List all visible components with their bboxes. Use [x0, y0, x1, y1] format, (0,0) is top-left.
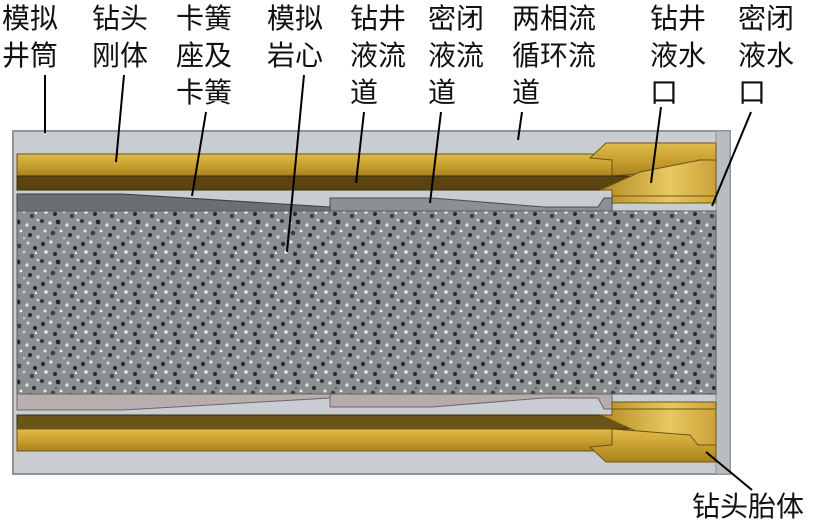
- label-sealed-fluid-outlet-line-1: 密闭: [738, 2, 794, 35]
- label-bit-rigid-body-line-2: 刚体: [92, 39, 148, 72]
- bit-matrix-bottom: [588, 428, 717, 463]
- leader-well-fluid-channel: [355, 111, 365, 184]
- label-sealed-fluid-channel-line-3: 道: [428, 76, 456, 109]
- label-well-fluid-outlet: 钻井 液水 口: [650, 2, 706, 109]
- label-two-phase-channel-line-1: 两相流: [512, 2, 596, 35]
- label-sim-wellbore-line-1: 模拟: [2, 2, 58, 35]
- leader-bit-rigid-body: [115, 74, 125, 163]
- label-bit-rigid-body: 钻头 刚体: [92, 2, 148, 72]
- label-sim-wellbore: 模拟 井筒: [2, 2, 58, 72]
- label-two-phase-channel-line-3: 道: [512, 76, 540, 109]
- spring-seat-bottom: [16, 393, 331, 411]
- label-well-fluid-channel: 钻井 液流 道: [350, 2, 406, 109]
- label-spring-seat: 卡簧 座及 卡簧: [176, 2, 232, 109]
- label-sim-core-line-2: 岩心: [267, 39, 323, 72]
- label-sealed-fluid-channel: 密闭 液流 道: [428, 2, 484, 109]
- leader-lines: [44, 74, 753, 491]
- label-bit-rigid-body-line-1: 钻头: [92, 2, 148, 35]
- sealed-sleeve-bottom: [329, 393, 613, 410]
- label-well-fluid-channel-line-3: 道: [350, 76, 378, 109]
- leader-bit-matrix: [705, 451, 753, 491]
- label-sim-wellbore-line-2: 井筒: [2, 39, 58, 72]
- label-well-fluid-outlet-line-1: 钻井: [650, 2, 706, 35]
- bit-lip-top: [599, 159, 717, 204]
- label-sealed-fluid-channel-line-2: 液流: [428, 39, 484, 72]
- label-well-fluid-outlet-line-3: 口: [650, 76, 678, 109]
- label-spring-seat-line-1: 卡簧: [176, 2, 232, 35]
- rock-core: [17, 211, 716, 394]
- bit-inner-band-bottom: [16, 414, 638, 430]
- leader-spring-seat: [191, 111, 207, 197]
- label-well-fluid-outlet-line-2: 液水: [650, 39, 706, 72]
- label-sealed-fluid-outlet-line-3: 口: [738, 76, 766, 109]
- leader-well-fluid-outlet: [650, 106, 662, 184]
- label-bit-matrix-line-1: 钻头胎体: [692, 490, 804, 523]
- label-spring-seat-line-3: 卡簧: [176, 76, 232, 109]
- leader-sim-core: [286, 74, 305, 253]
- label-sealed-fluid-channel-line-1: 密闭: [428, 2, 484, 35]
- bit-rigid-body-top: [16, 153, 613, 177]
- label-sim-core: 模拟 岩心: [267, 2, 323, 72]
- leader-sealed-fluid-outlet: [711, 111, 752, 207]
- label-sim-core-line-1: 模拟: [267, 2, 323, 35]
- label-well-fluid-channel-line-1: 钻井: [350, 2, 406, 35]
- leader-two-phase-channel: [517, 111, 523, 141]
- wellbore-end-cap: [715, 130, 731, 475]
- label-sealed-fluid-outlet-line-2: 液水: [738, 39, 794, 72]
- label-bit-matrix: 钻头胎体: [692, 490, 804, 523]
- label-two-phase-channel: 两相流 循环流 道: [512, 2, 596, 109]
- bit-inner-band-top: [16, 175, 638, 191]
- label-sealed-fluid-outlet: 密闭 液水 口: [738, 2, 794, 109]
- label-well-fluid-channel-line-2: 液流: [350, 39, 406, 72]
- bit-rigid-body-bottom: [16, 428, 613, 452]
- label-spring-seat-line-2: 座及: [176, 39, 232, 72]
- label-two-phase-channel-line-2: 循环流: [512, 39, 596, 72]
- leader-sealed-fluid-channel: [429, 111, 442, 204]
